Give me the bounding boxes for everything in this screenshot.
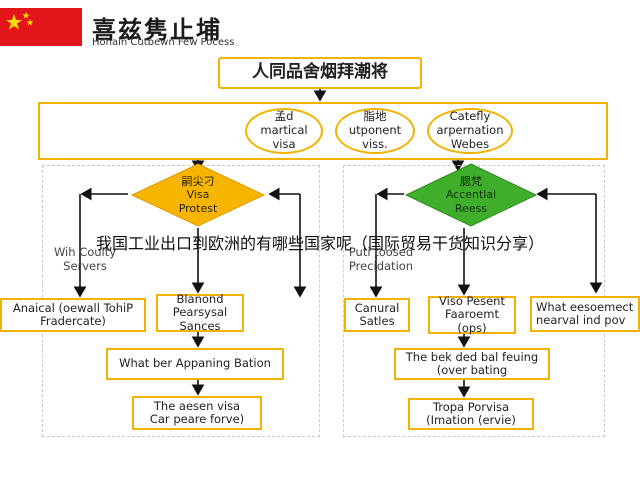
right-diamond-shape <box>404 163 538 227</box>
left-node-3: What ber Appaning Bation <box>106 348 284 380</box>
page-subtitle: Honain Cutbewn Few Pocess <box>92 37 235 48</box>
left-diamond-shape <box>130 163 266 227</box>
right-node-5: Tropa Porvisa(Imation (ervie) <box>408 398 534 430</box>
overlay-caption: 我国工业出口到欧洲的有哪些国家呢（国际贸易干货知识分享） <box>95 234 544 253</box>
page-title: 喜兹隽止埔 <box>92 16 222 44</box>
oval-band <box>38 102 608 160</box>
top-process-box: 人同品舍烟拜潮将 <box>218 57 422 89</box>
china-flag-icon <box>0 8 82 46</box>
right-node-4: The bek ded bal feuing(over bating <box>394 348 550 380</box>
